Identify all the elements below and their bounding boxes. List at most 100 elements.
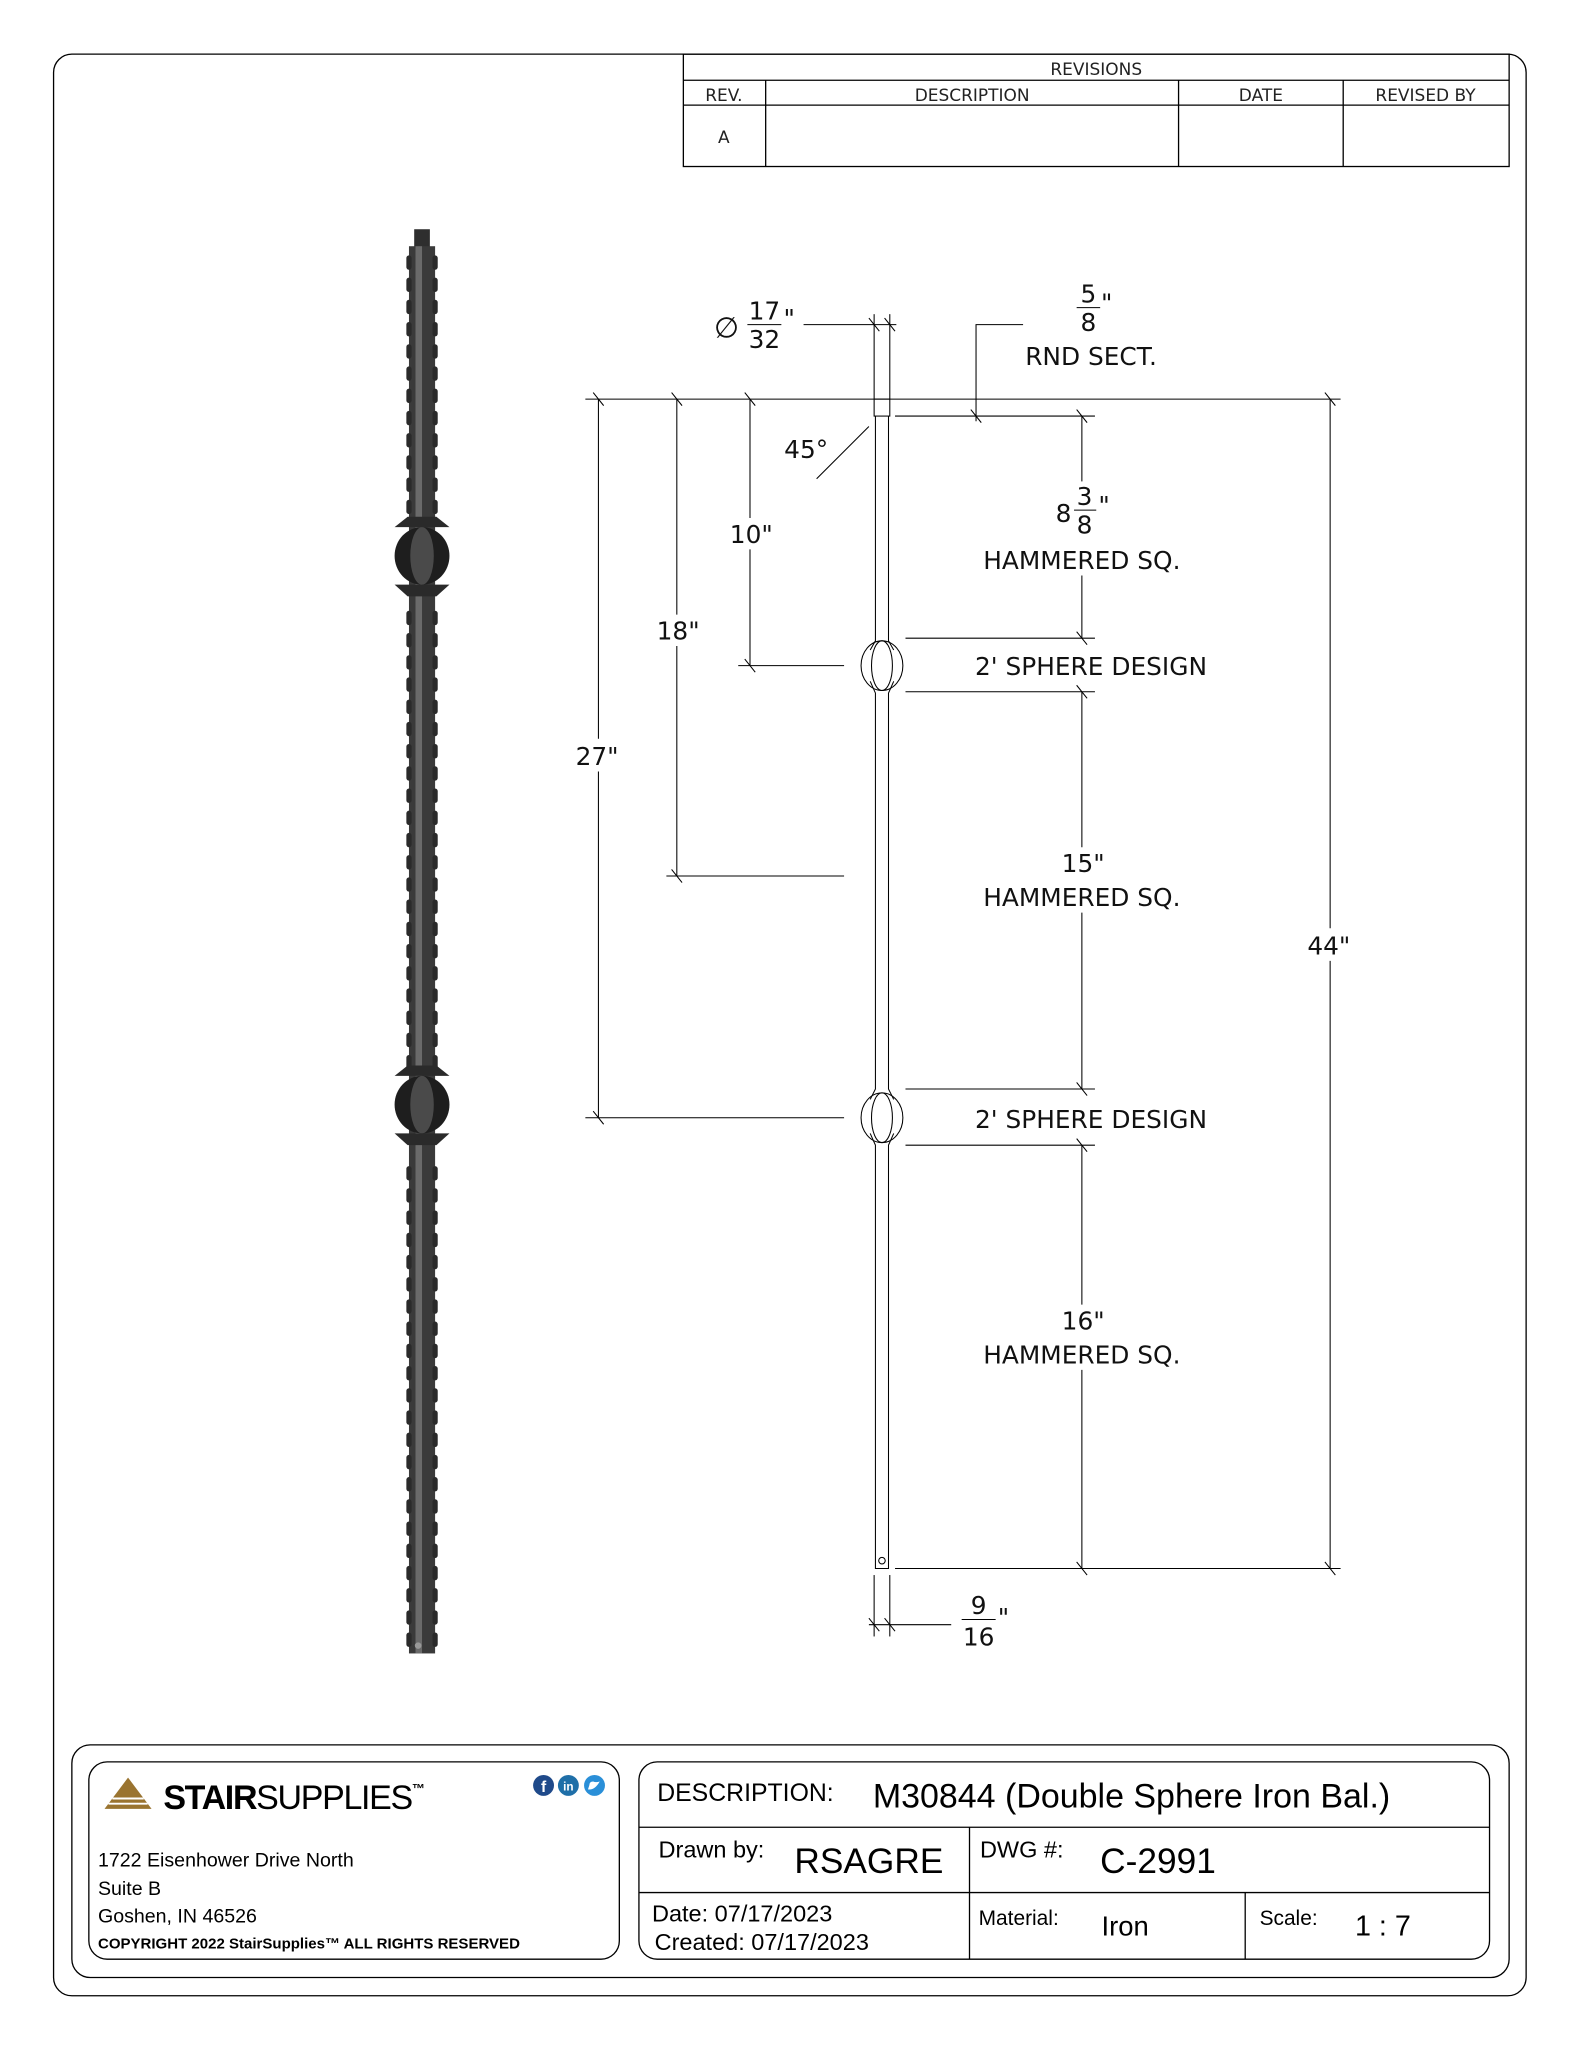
hammer-mark [406, 255, 412, 270]
hammer-mark [406, 855, 412, 870]
hammer-mark [432, 344, 438, 359]
hammer-mark [432, 966, 438, 981]
hammer-mark [406, 1388, 412, 1403]
baluster-render [394, 229, 450, 1654]
dimension-tick [884, 317, 896, 332]
created-date: Created: 07/17/2023 [655, 1929, 869, 1955]
seg2-label: HAMMERED SQ. [983, 883, 1180, 912]
col-revised-by: REVISED BY [1375, 86, 1476, 106]
dimension-text: ∅ 17 32 " 5 8 " RND SECT. 45° 10" 18" 27… [576, 279, 1351, 1651]
twitter-icon[interactable] [584, 1774, 605, 1796]
description-value: M30844 (Double Sphere Iron Bal.) [873, 1778, 1390, 1816]
seg3-label: HAMMERED SQ. [983, 1340, 1180, 1369]
hammer-mark [406, 499, 412, 515]
dimension-tick [1076, 1082, 1088, 1096]
baluster-outline [860, 398, 904, 1570]
hammer-mark [406, 832, 412, 848]
hammer-mark [406, 433, 412, 448]
hammer-mark [432, 988, 438, 1003]
hammer-mark [432, 1032, 438, 1048]
diameter-num: 17 [749, 296, 781, 325]
hammer-mark [406, 1343, 412, 1359]
hammer-mark [432, 810, 438, 826]
round-section-label: RND SECT. [1025, 342, 1157, 371]
dim-27: 27" [576, 742, 619, 771]
hammer-mark [406, 655, 412, 670]
hammer-mark [432, 255, 438, 270]
hammer-mark [432, 388, 438, 404]
facebook-icon[interactable]: f [533, 1774, 555, 1796]
company-box [88, 1761, 620, 1960]
address-line-2: Suite B [98, 1878, 161, 1900]
bottom-num: 9 [971, 1591, 987, 1620]
hammer-mark [406, 1610, 412, 1625]
dimension-tick [970, 409, 982, 423]
title-block: STAIRSUPPLIES™ f in 1722 Eisenhower Driv… [71, 1744, 1510, 1979]
sphere2-label: 2' SPHERE DESIGN [975, 1105, 1207, 1134]
hammer-mark [406, 1521, 412, 1536]
brand-tm: ™ [412, 1781, 424, 1796]
dimension-tick [592, 392, 605, 406]
hammer-mark [432, 1254, 438, 1270]
hammer-mark [406, 1632, 412, 1647]
hammer-mark [432, 632, 438, 648]
dimension-tick [1076, 631, 1088, 646]
sphere1-label: 2' SPHERE DESIGN [975, 652, 1207, 681]
hammer-mark [406, 1032, 412, 1048]
hammer-mark [432, 1010, 438, 1025]
hammer-mark [406, 1254, 412, 1270]
linkedin-icon[interactable]: in [557, 1774, 579, 1796]
hammer-mark [406, 388, 412, 404]
hammer-mark [432, 410, 438, 426]
hammer-mark [406, 366, 412, 381]
hammer-mark [406, 1232, 412, 1248]
company-logo: STAIRSUPPLIES™ [104, 1777, 425, 1817]
drawn-by-value: RSAGRE [794, 1842, 943, 1881]
hammer-mark [406, 877, 412, 892]
dimension-tick [744, 658, 756, 673]
seg3-value: 16" [1062, 1306, 1105, 1335]
drawn-by-label: Drawn by: [659, 1836, 765, 1862]
hammer-mark [432, 1454, 438, 1470]
hammer-mark [432, 788, 438, 803]
dimension-tick [671, 392, 683, 406]
info-box [638, 1761, 1491, 1960]
dim-18: 18" [657, 617, 700, 646]
hammer-mark [406, 299, 412, 315]
copyright: COPYRIGHT 2022 StairSupplies™ ALL RIGHTS… [98, 1936, 520, 1953]
dimension-tick [744, 392, 756, 406]
hammer-mark [432, 366, 438, 381]
col-rev: REV. [705, 86, 742, 106]
round-den: 8 [1081, 308, 1097, 337]
hammer-mark [406, 788, 412, 803]
scale-value: 1 : 7 [1355, 1911, 1411, 1943]
hammer-mark [406, 1010, 412, 1025]
hammer-mark [432, 1188, 438, 1203]
inch-mark: " [998, 1603, 1009, 1632]
sphere-render-bottom [394, 1065, 450, 1146]
hammer-mark [406, 988, 412, 1003]
hammer-mark [406, 1188, 412, 1203]
hammer-mark [432, 766, 438, 781]
address-line-1: 1722 Eisenhower Drive North [98, 1849, 354, 1871]
dimension-tick [868, 317, 880, 332]
hammer-mark [432, 1432, 438, 1447]
hammer-mark [406, 766, 412, 781]
sphere-render-top [394, 516, 450, 597]
hammer-mark [432, 455, 438, 470]
col-description: DESCRIPTION [915, 86, 1030, 106]
hammer-mark [432, 1166, 438, 1181]
dimension-tick [1324, 392, 1336, 406]
scale-label: Scale: [1260, 1907, 1318, 1930]
hammer-mark [432, 1477, 438, 1492]
col-date: DATE [1239, 86, 1283, 106]
hammer-mark [406, 477, 412, 492]
seg2-value: 15" [1062, 849, 1105, 878]
hammer-mark [432, 610, 438, 626]
hammer-mark [432, 1321, 438, 1336]
hammer-mark [432, 877, 438, 892]
description-label: DESCRIPTION: [657, 1780, 833, 1807]
diameter-den: 32 [749, 325, 781, 354]
hammer-mark [432, 943, 438, 959]
hammer-mark [406, 1166, 412, 1181]
